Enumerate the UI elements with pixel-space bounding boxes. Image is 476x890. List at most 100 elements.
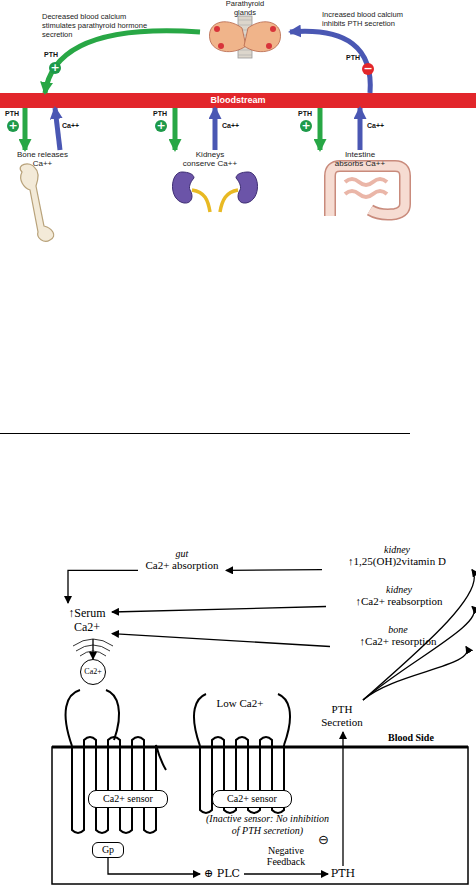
inhibit-sign: − bbox=[362, 63, 374, 75]
hormone-text: PTH bbox=[328, 866, 358, 882]
connector-arrow bbox=[363, 647, 467, 701]
colon bbox=[330, 166, 405, 216]
edge-label: Ca++ bbox=[367, 122, 384, 130]
receptor-helices bbox=[72, 737, 166, 833]
node-text: PTH Secretion bbox=[313, 703, 371, 729]
organ-heading: gut bbox=[138, 548, 226, 559]
thyroid-lobe bbox=[209, 22, 246, 52]
connector-arrow bbox=[45, 31, 200, 93]
organ-box: Kidneys conserve Ca++ bbox=[155, 150, 265, 208]
gland-label-box: Parathyroid glands bbox=[200, 0, 290, 58]
intestine-illustration bbox=[330, 166, 405, 216]
ureter bbox=[192, 190, 210, 212]
process-text: bone↑Ca2+ resorption bbox=[330, 624, 466, 654]
sensor-box: Ca2+ sensor bbox=[212, 790, 292, 808]
secretion-text: PTH Secretion bbox=[312, 700, 372, 732]
kidney-illustration bbox=[173, 172, 258, 212]
connector-arrow bbox=[244, 873, 328, 874]
binding-lines bbox=[73, 639, 113, 656]
edge-label: PTH bbox=[153, 110, 167, 118]
node-text: ↑1,25(OH)2vitamin D bbox=[322, 555, 472, 568]
node-text: ↑Ca2+ resorption bbox=[330, 635, 466, 648]
connector-arrow bbox=[290, 31, 370, 93]
organ-box: Intestine absorbs Ca++ bbox=[305, 150, 415, 220]
connector-arrow bbox=[23, 108, 28, 150]
thyroid-lobe bbox=[244, 22, 281, 52]
node-text: Kidneys conserve Ca++ bbox=[180, 150, 240, 168]
connector-arrow bbox=[112, 607, 326, 613]
node-text: Parathyroid glands bbox=[221, 0, 269, 17]
small-intestine bbox=[345, 179, 387, 197]
connector-arrow bbox=[112, 634, 330, 647]
stimulate-sign: + bbox=[155, 120, 167, 132]
organ-box: Bone releases Ca++ bbox=[5, 150, 80, 242]
node-text: Gp bbox=[93, 843, 123, 856]
kidney bbox=[173, 172, 195, 203]
connector-arrow bbox=[92, 639, 93, 659]
sensor-box: Ca2+ sensor bbox=[88, 790, 168, 808]
organ-heading: kidney bbox=[326, 584, 472, 595]
receptor-cup bbox=[66, 690, 119, 746]
parathyroid-gland bbox=[218, 43, 224, 49]
organ-heading: bone bbox=[330, 624, 466, 635]
connector-arrow bbox=[363, 570, 474, 700]
state-label: Low Ca2+ bbox=[214, 697, 266, 710]
node-text: ↑Serum Ca2+ bbox=[64, 606, 110, 634]
calcium-ion-circle: Ca2+ bbox=[80, 659, 106, 685]
edge-label: Ca++ bbox=[62, 122, 79, 130]
node-text: Intestine absorbs Ca++ bbox=[330, 150, 390, 168]
edge-label: PTH bbox=[5, 110, 19, 118]
receptor-cup bbox=[194, 694, 290, 746]
node-text: Ca2+ absorption bbox=[138, 559, 226, 572]
node-text: ⊕ PLC bbox=[200, 866, 244, 882]
bone-illustration bbox=[20, 164, 54, 241]
connector-arrow bbox=[108, 858, 200, 874]
edge-label: Negative Feedback bbox=[254, 845, 318, 867]
organ-heading: kidney bbox=[322, 544, 472, 555]
bloodstream-band: Bloodstream bbox=[0, 93, 476, 108]
node-text: Ca2+ sensor bbox=[89, 791, 167, 806]
serum-text: ↑Serum Ca2+ bbox=[62, 603, 112, 639]
connector-arrow bbox=[363, 607, 474, 701]
node-text: PTH bbox=[328, 866, 358, 882]
stimulate-sign: + bbox=[7, 120, 19, 132]
kidney bbox=[236, 172, 258, 203]
connector-arrow bbox=[173, 108, 178, 150]
edge-label: PTH bbox=[44, 51, 58, 59]
node-text: Ca2+ bbox=[81, 660, 105, 683]
connector-arrow bbox=[213, 108, 218, 150]
note-text: Increased blood calcium inhibits PTH sec… bbox=[322, 10, 426, 28]
inhibit-symbol: ⊖ bbox=[318, 833, 334, 847]
connector-arrow bbox=[55, 108, 60, 150]
stimulate-sign: + bbox=[300, 120, 312, 132]
thyroid-illustration bbox=[209, 16, 280, 58]
note-text: Decreased blood calcium stimulates parat… bbox=[42, 12, 150, 39]
connector-arrow bbox=[68, 570, 138, 603]
process-text: gutCa2+ absorption bbox=[138, 548, 226, 580]
process-text: kidney↑Ca2+ reabsorption bbox=[326, 584, 472, 614]
node-text: Bone releases Ca++ bbox=[13, 150, 73, 168]
process-text: kidney↑1,25(OH)2vitamin D bbox=[322, 544, 472, 576]
connector-arrow bbox=[342, 732, 343, 866]
connector-arrow bbox=[318, 108, 323, 150]
parathyroid-gland bbox=[214, 26, 220, 32]
edge-label: Ca++ bbox=[222, 122, 239, 130]
connector-arrow bbox=[358, 108, 363, 150]
ureter bbox=[220, 190, 238, 212]
node-text: Bloodstream bbox=[0, 93, 476, 108]
g-protein-box: Gp bbox=[92, 842, 124, 858]
note-text: (Inactive sensor: No inhibition of PTH s… bbox=[205, 813, 330, 837]
edge-label: PTH bbox=[298, 110, 312, 118]
connector-arrow bbox=[226, 569, 322, 571]
parathyroid-gland bbox=[270, 26, 276, 32]
stimulate-sign: + bbox=[49, 62, 61, 74]
node-text: ↑Ca2+ reabsorption bbox=[326, 595, 472, 608]
parathyroid-gland bbox=[266, 43, 272, 49]
node-text: Ca2+ sensor bbox=[213, 791, 291, 806]
separator-line bbox=[0, 433, 410, 434]
edge-label: PTH bbox=[346, 54, 360, 62]
region-label: Blood Side bbox=[388, 732, 458, 744]
